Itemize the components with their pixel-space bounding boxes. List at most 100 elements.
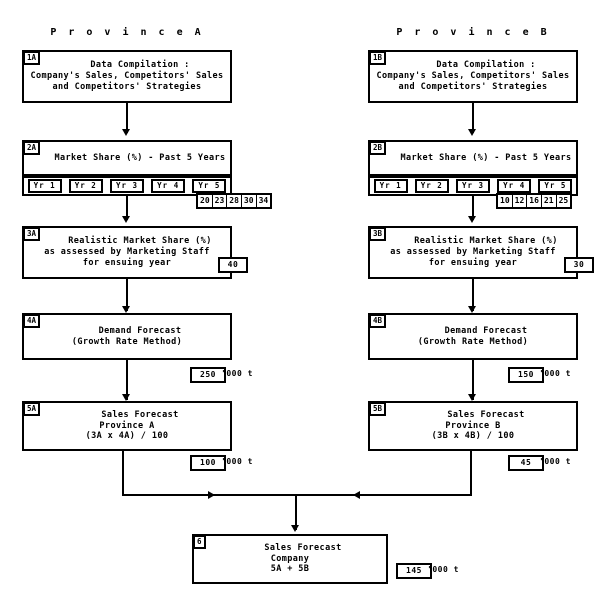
node-id-2b: 2B [369, 141, 387, 156]
connector-5b-down [470, 451, 472, 496]
node-5b-line3: (3B x 4B) / 100 [431, 431, 515, 442]
connector-2b-to-3b [472, 196, 474, 220]
node-id-6: 6 [193, 535, 206, 550]
series-b-yr3: 16 [527, 195, 542, 208]
node-id-4a: 4A [23, 314, 41, 329]
connector-1b-to-2b [472, 103, 474, 133]
year-cell: Yr 1 [370, 178, 411, 194]
year-label-4: Yr 4 [497, 178, 532, 194]
node-2a-market-share[interactable]: 2A Market Share (%) - Past 5 Years Yr 1 … [22, 140, 232, 196]
node-5b-line2: Province B [445, 420, 501, 431]
node-id-4b: 4B [369, 314, 387, 329]
node-3b-line3: for ensuing year [428, 257, 518, 268]
series-a-yr2: 23 [213, 195, 228, 208]
year-label-4: Yr 4 [151, 178, 186, 194]
value-chip-5b: 45 [508, 455, 544, 472]
node-6-line2: Company [270, 553, 310, 564]
node-3a-line1: Realistic Market Share (%) [68, 236, 212, 247]
node-4b-line2: (Growth Rate Method) [417, 336, 529, 347]
node-1a-data-compilation[interactable]: 1A Data Compilation : Company's Sales, C… [22, 50, 232, 103]
value-chip-5a: 100 [190, 455, 226, 472]
node-2b-line1: Market Share (%) - Past 5 Years [400, 152, 572, 163]
node-4b-demand-forecast[interactable]: 4B Demand Forecast (Growth Rate Method) [368, 313, 578, 360]
node-6-sales-forecast-company[interactable]: 6 Sales Forecast Company 5A + 5B [192, 534, 388, 584]
connector-1a-to-2a [126, 103, 128, 133]
node-1b-line2: Company's Sales, Competitors' Sales [376, 71, 570, 82]
unit-label-4b: '000 t [539, 369, 571, 378]
year-cell: Yr 2 [411, 178, 452, 194]
node-4a-line2: (Growth Rate Method) [71, 336, 183, 347]
arrow-1b-to-2b [468, 129, 476, 136]
node-2a-year-strip: Yr 1 Yr 2 Yr 3 Yr 4 Yr 5 [22, 176, 232, 196]
arrow-merge-from-left [208, 491, 215, 499]
value-chip-3b: 30 [564, 257, 594, 274]
unit-label-5a: '000 t [221, 457, 253, 466]
node-5a-line1: Sales Forecast [101, 409, 179, 420]
arrow-4b-to-5b [468, 394, 476, 401]
node-1b-data-compilation[interactable]: 1B Data Compilation : Company's Sales, C… [368, 50, 578, 103]
year-label-2: Yr 2 [414, 178, 449, 194]
year-label-3: Yr 3 [109, 178, 145, 194]
value-chip-6: 145 [396, 563, 432, 580]
connector-merge-to-6 [295, 494, 297, 530]
unit-label-6: '000 t [427, 565, 459, 574]
node-4a-demand-forecast[interactable]: 4A Demand Forecast (Growth Rate Method) [22, 313, 232, 360]
year-cell: Yr 2 [65, 178, 106, 194]
year-label-1: Yr 1 [27, 178, 62, 194]
node-id-5a: 5A [23, 402, 41, 417]
node-5b-sales-forecast-province-b[interactable]: 5B Sales Forecast Province B (3B x 4B) /… [368, 401, 578, 451]
node-2a-line1: Market Share (%) - Past 5 Years [54, 152, 226, 163]
year-label-1: Yr 1 [373, 178, 408, 194]
arrow-1a-to-2a [122, 129, 130, 136]
series-a-yr1: 20 [198, 195, 213, 208]
series-a-yr3: 28 [227, 195, 242, 208]
node-3a-line3: for ensuing year [82, 257, 172, 268]
year-label-2: Yr 2 [68, 178, 103, 194]
node-1b-line1: Data Compilation : [436, 60, 536, 71]
year-label-5: Yr 5 [538, 178, 573, 194]
connector-5a-down [122, 451, 124, 496]
year-label-3: Yr 3 [455, 178, 491, 194]
node-6-line3: 5A + 5B [270, 564, 310, 575]
connector-4a-to-5a [126, 360, 128, 400]
value-chip-4b: 150 [508, 367, 544, 384]
series-a-yr4: 30 [242, 195, 257, 208]
arrow-4a-to-5a [122, 394, 130, 401]
arrow-2a-to-3a [122, 216, 130, 223]
column-title-province-a: P r o v i n c e A [50, 27, 204, 38]
node-2b-market-share[interactable]: 2B Market Share (%) - Past 5 Years Yr 1 … [368, 140, 578, 196]
year-cell: Yr 1 [24, 178, 65, 194]
connector-merge-bar [122, 494, 472, 496]
connector-2a-to-3a [126, 196, 128, 220]
connector-3a-to-4a [126, 279, 128, 311]
series-b-yr4: 21 [542, 195, 557, 208]
node-id-3b: 3B [369, 227, 387, 242]
series-values-province-a: 20 23 28 30 34 [196, 193, 273, 210]
connector-4b-to-5b [472, 360, 474, 400]
year-cell: Yr 3 [106, 178, 147, 194]
arrow-merge-from-right [353, 491, 360, 499]
series-b-yr1: 10 [498, 195, 513, 208]
series-b-yr5: 25 [558, 196, 569, 205]
node-3a-realistic-market-share[interactable]: 3A Realistic Market Share (%) as assesse… [22, 226, 232, 279]
node-1a-line3: and Competitors' Strategies [52, 81, 202, 92]
arrow-merge-to-6 [291, 525, 299, 532]
node-id-2a: 2A [23, 141, 41, 156]
unit-label-5b: '000 t [539, 457, 571, 466]
node-6-line1: Sales Forecast [264, 542, 342, 553]
node-id-1b: 1B [369, 51, 387, 66]
year-cell: Yr 4 [148, 178, 189, 194]
node-3a-line2: as assessed by Marketing Staff [44, 247, 210, 258]
node-3b-realistic-market-share[interactable]: 3B Realistic Market Share (%) as assesse… [368, 226, 578, 279]
node-id-1a: 1A [23, 51, 41, 66]
node-4b-line1: Demand Forecast [444, 325, 528, 336]
year-cell: Yr 5 [189, 178, 230, 194]
node-id-3a: 3A [23, 227, 41, 242]
node-5a-sales-forecast-province-a[interactable]: 5A Sales Forecast Province A (3A x 4A) /… [22, 401, 232, 451]
year-label-5: Yr 5 [192, 178, 227, 194]
series-b-yr2: 12 [513, 195, 528, 208]
arrow-3b-to-4b [468, 306, 476, 313]
node-4a-line1: Demand Forecast [98, 325, 182, 336]
node-2b-year-strip: Yr 1 Yr 2 Yr 3 Yr 4 Yr 5 [368, 176, 578, 196]
